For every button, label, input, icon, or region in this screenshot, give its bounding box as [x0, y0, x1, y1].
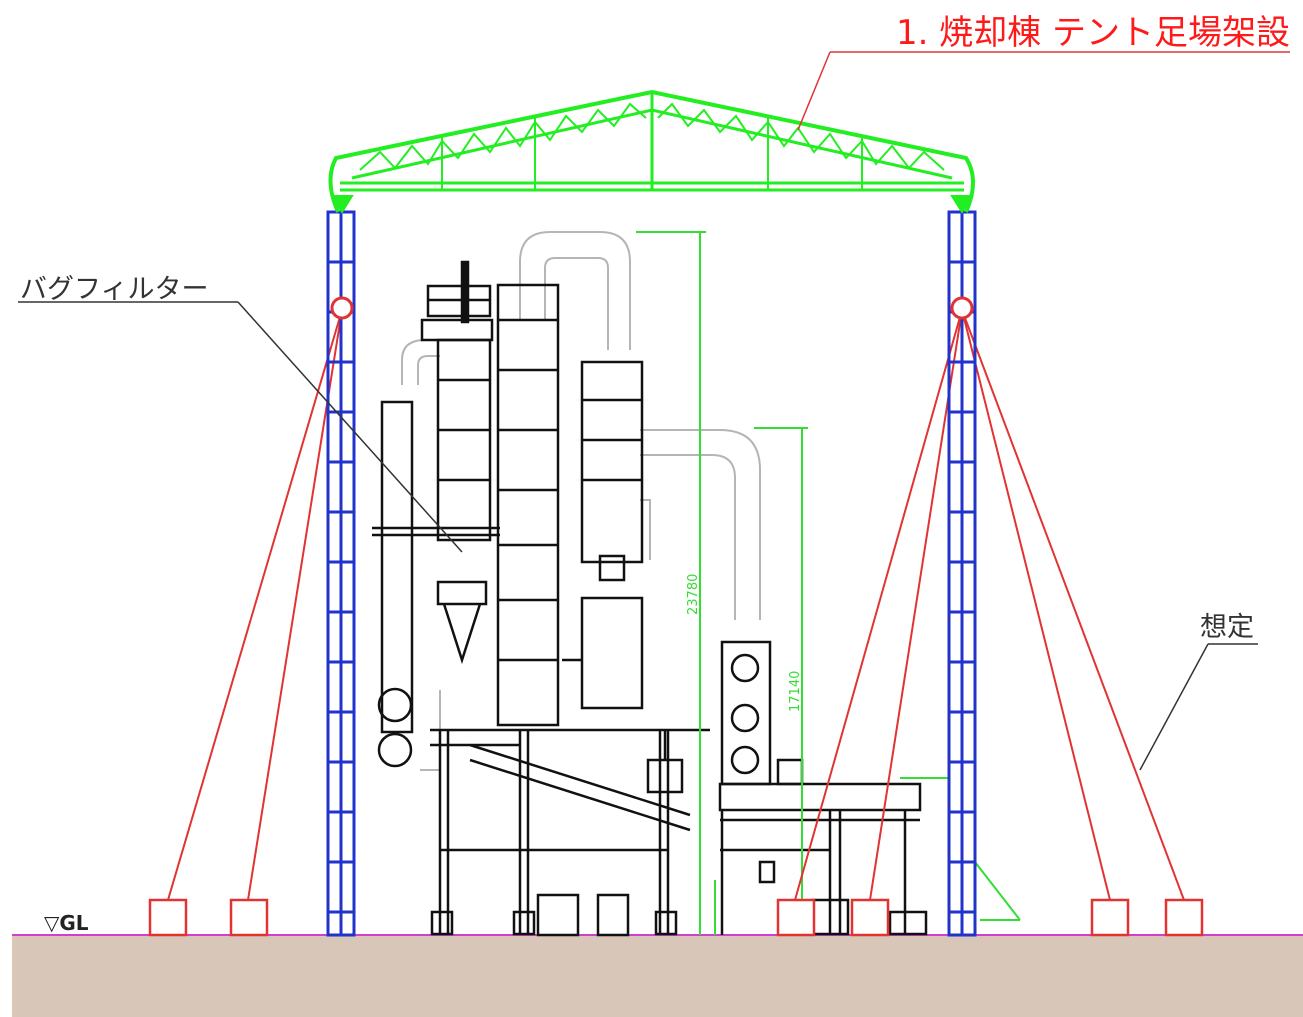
guy-wires [167, 309, 1185, 901]
ground [12, 935, 1303, 1017]
dimension-overall-height: 23780 [686, 574, 701, 615]
bag-filter-label: バグフィルター [20, 274, 208, 305]
anchor-ring-left [330, 296, 354, 320]
anchor-blocks [148, 898, 1204, 937]
assumed-label: 想定 [1200, 612, 1254, 643]
scaffold-tower-right [947, 210, 977, 937]
diagram-title: 1. 焼却棟 テント足場架設 [896, 13, 1290, 53]
ductwork [401, 231, 761, 771]
anchor-ring-right [950, 296, 974, 320]
ground-level-label: ▽GL [44, 911, 89, 935]
leader-lines [18, 51, 1290, 771]
scaffold-tower-left [326, 210, 356, 937]
dimension-mid-height: 17140 [788, 671, 803, 712]
incinerator-equipment [372, 260, 928, 937]
tent-truss [328, 89, 975, 214]
dimension-lines [636, 231, 1021, 935]
